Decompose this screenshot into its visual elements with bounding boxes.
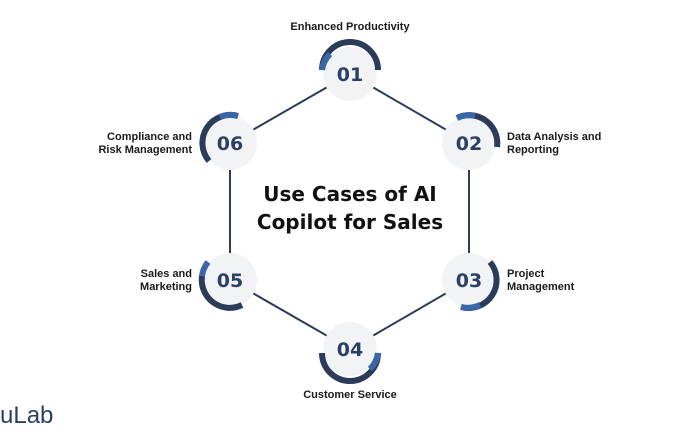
node-01-label-line1: Enhanced Productivity: [290, 21, 410, 33]
node-05-label-line1: Sales and: [140, 268, 192, 280]
node-01-label: Enhanced Productivity: [250, 21, 450, 34]
node-04: 04: [319, 322, 381, 384]
node-02: 02: [442, 112, 501, 170]
node-06-number: 06: [217, 133, 243, 155]
node-02-label-line2: Reporting: [507, 144, 559, 156]
node-01: 01: [319, 39, 381, 101]
node-06: 06: [199, 111, 257, 170]
node-05-label: Sales and Marketing: [92, 268, 192, 294]
diagram-title-line2: Copilot for Sales: [256, 210, 444, 234]
node-02-number: 02: [456, 133, 482, 155]
node-01-number: 01: [337, 64, 363, 86]
node-02-label: Data Analysis and Reporting: [507, 131, 601, 157]
watermark-text: uLab: [0, 402, 54, 429]
node-04-number: 04: [337, 339, 363, 361]
node-04-label-line1: Customer Service: [303, 389, 397, 401]
node-03-label: Project Management: [507, 268, 574, 294]
node-05-label-line2: Marketing: [140, 281, 192, 293]
node-06-label-line2: Risk Management: [98, 144, 192, 156]
node-03-label-line1: Project: [507, 268, 545, 280]
node-06-label: Compliance and Risk Management: [62, 131, 192, 157]
node-03-label-line2: Management: [507, 281, 575, 293]
diagram-title: Use Cases of AI Copilot for Sales: [230, 180, 470, 236]
node-05: 05: [198, 253, 257, 311]
node-06-label-line1: Compliance and: [107, 131, 192, 143]
diagram-title-line1: Use Cases of AI: [263, 182, 437, 206]
node-05-number: 05: [217, 270, 243, 292]
node-03-number: 03: [456, 270, 482, 292]
node-03: 03: [442, 253, 500, 312]
node-04-label: Customer Service: [250, 389, 450, 402]
node-02-label-line1: Data Analysis and: [507, 131, 602, 143]
